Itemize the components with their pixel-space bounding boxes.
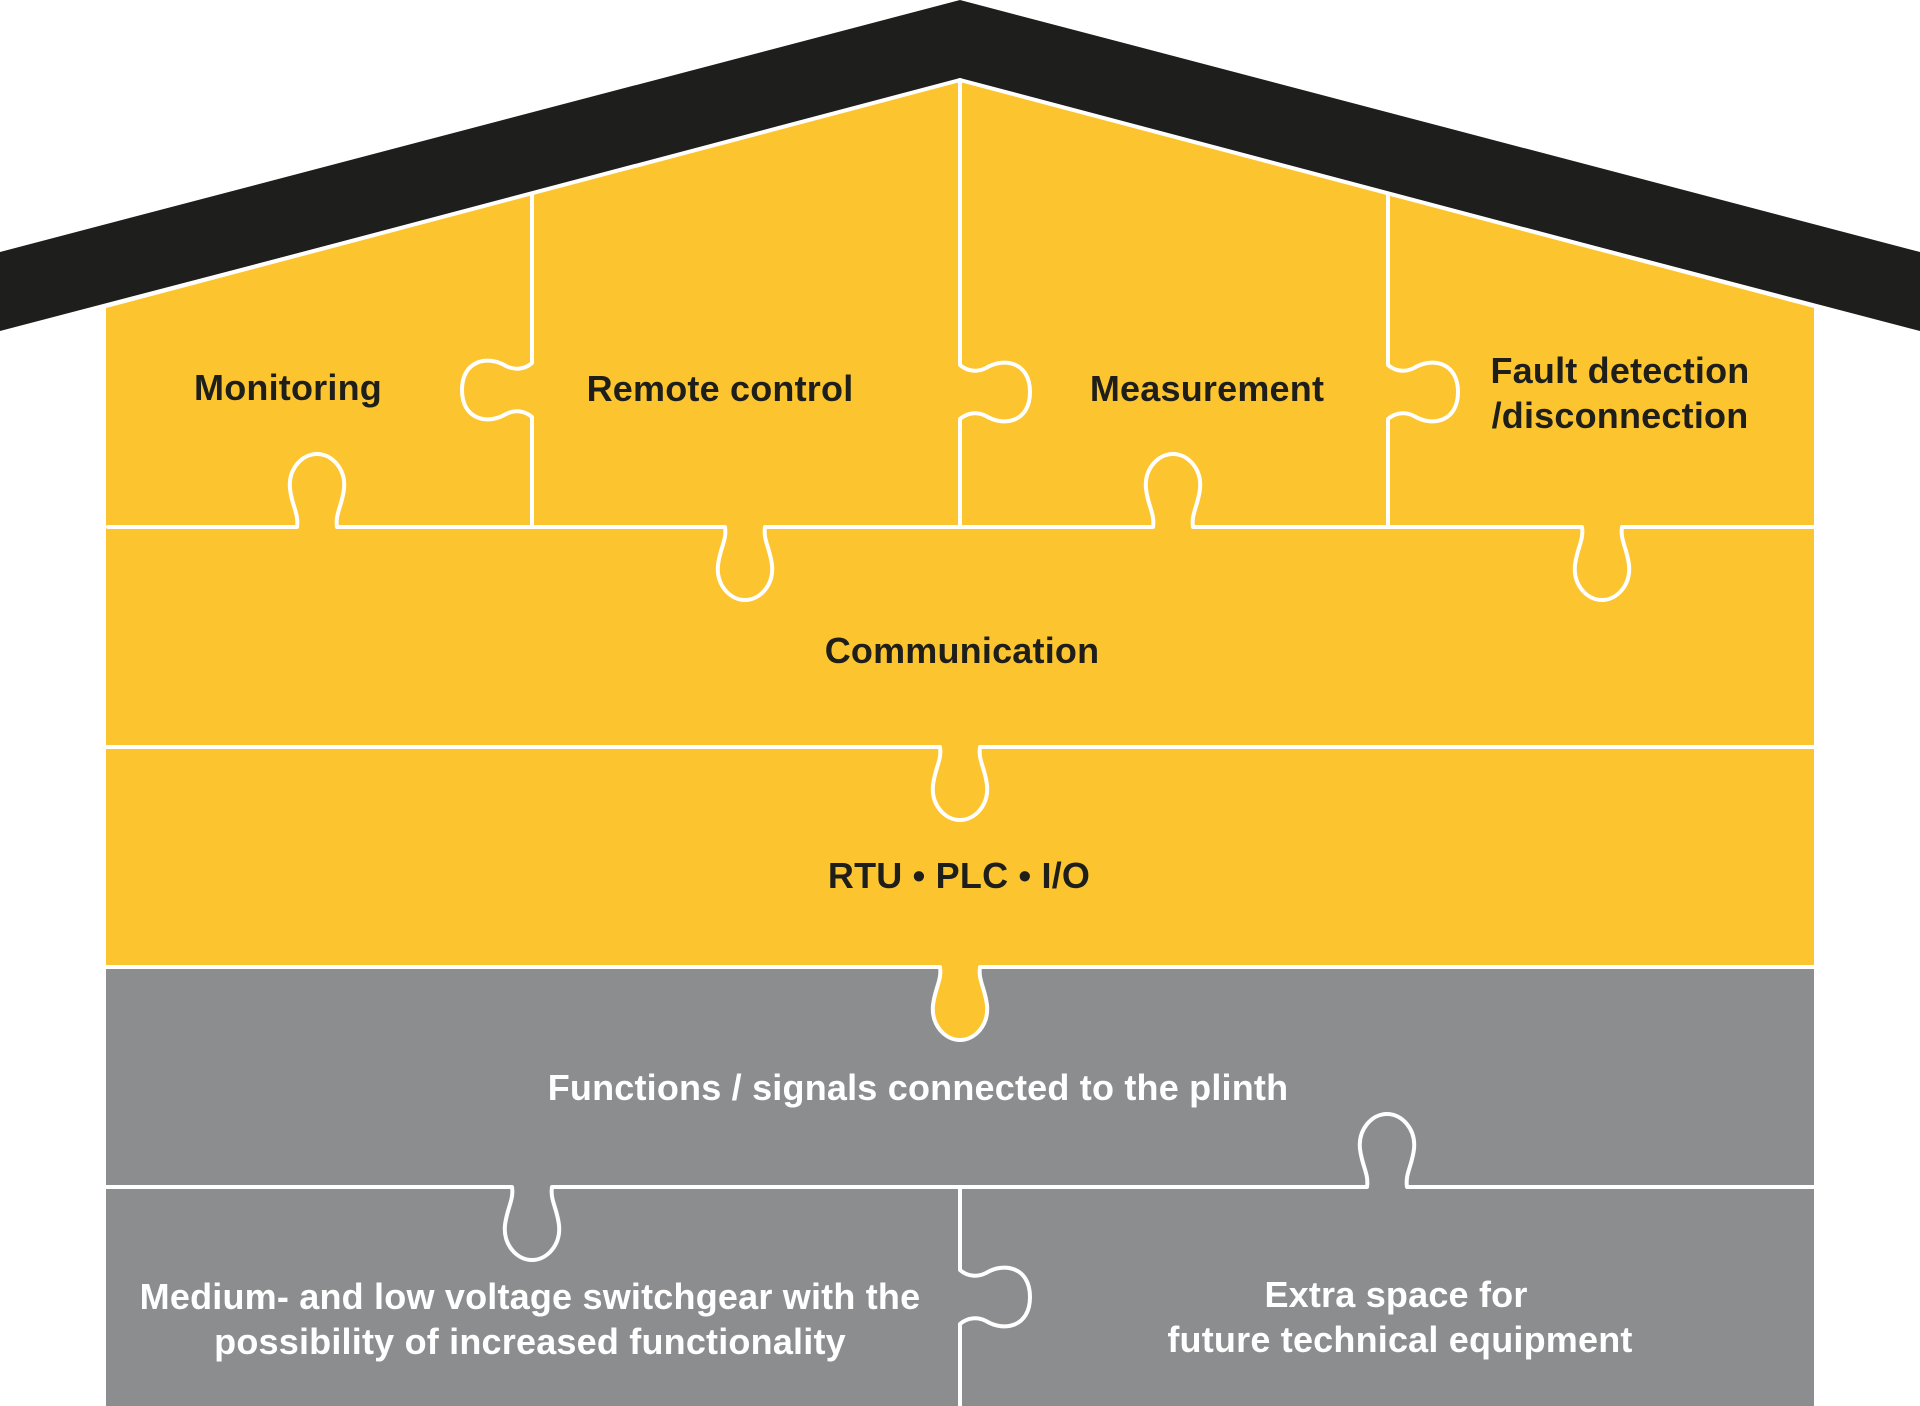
puzzle-seams [104, 78, 1816, 1406]
piece-functions-signals-label: Functions / signals connected to the pli… [548, 1067, 1289, 1108]
seam-remote-control-measurement [958, 78, 1032, 529]
roof [0, 0, 1920, 331]
piece-fault-detection-label-line2: /disconnection [1492, 395, 1749, 436]
seam-top-row-communication [106, 452, 1816, 602]
gable-edge [104, 78, 1816, 308]
seam-monitoring-remote-control [460, 192, 534, 529]
seam-rtu-functions [104, 965, 1816, 1042]
rtu-tab-into-plinth [932, 967, 988, 1040]
seam-communication-rtu [104, 745, 1816, 822]
seam-switchgear-extra-space [958, 1185, 1032, 1406]
piece-communication-label: Communication [825, 630, 1100, 671]
piece-measurement-label: Measurement [1090, 368, 1324, 409]
piece-extra-space-label-line1: Extra space for [1264, 1274, 1527, 1315]
piece-extra-space-label-line2: future technical equipment [1167, 1319, 1632, 1360]
piece-remote-control-label: Remote control [587, 368, 854, 409]
piece-rtu-plc-io-label: RTU • PLC • I/O [828, 855, 1090, 896]
piece-monitoring-label: Monitoring [194, 367, 382, 408]
piece-switchgear-label-line1: Medium- and low voltage switchgear with … [140, 1276, 921, 1317]
seam-measurement-fault-detection [1386, 192, 1460, 529]
piece-fault-detection-label-line1: Fault detection [1490, 350, 1749, 391]
piece-switchgear-label-line2: possibility of increased functionality [214, 1321, 846, 1362]
